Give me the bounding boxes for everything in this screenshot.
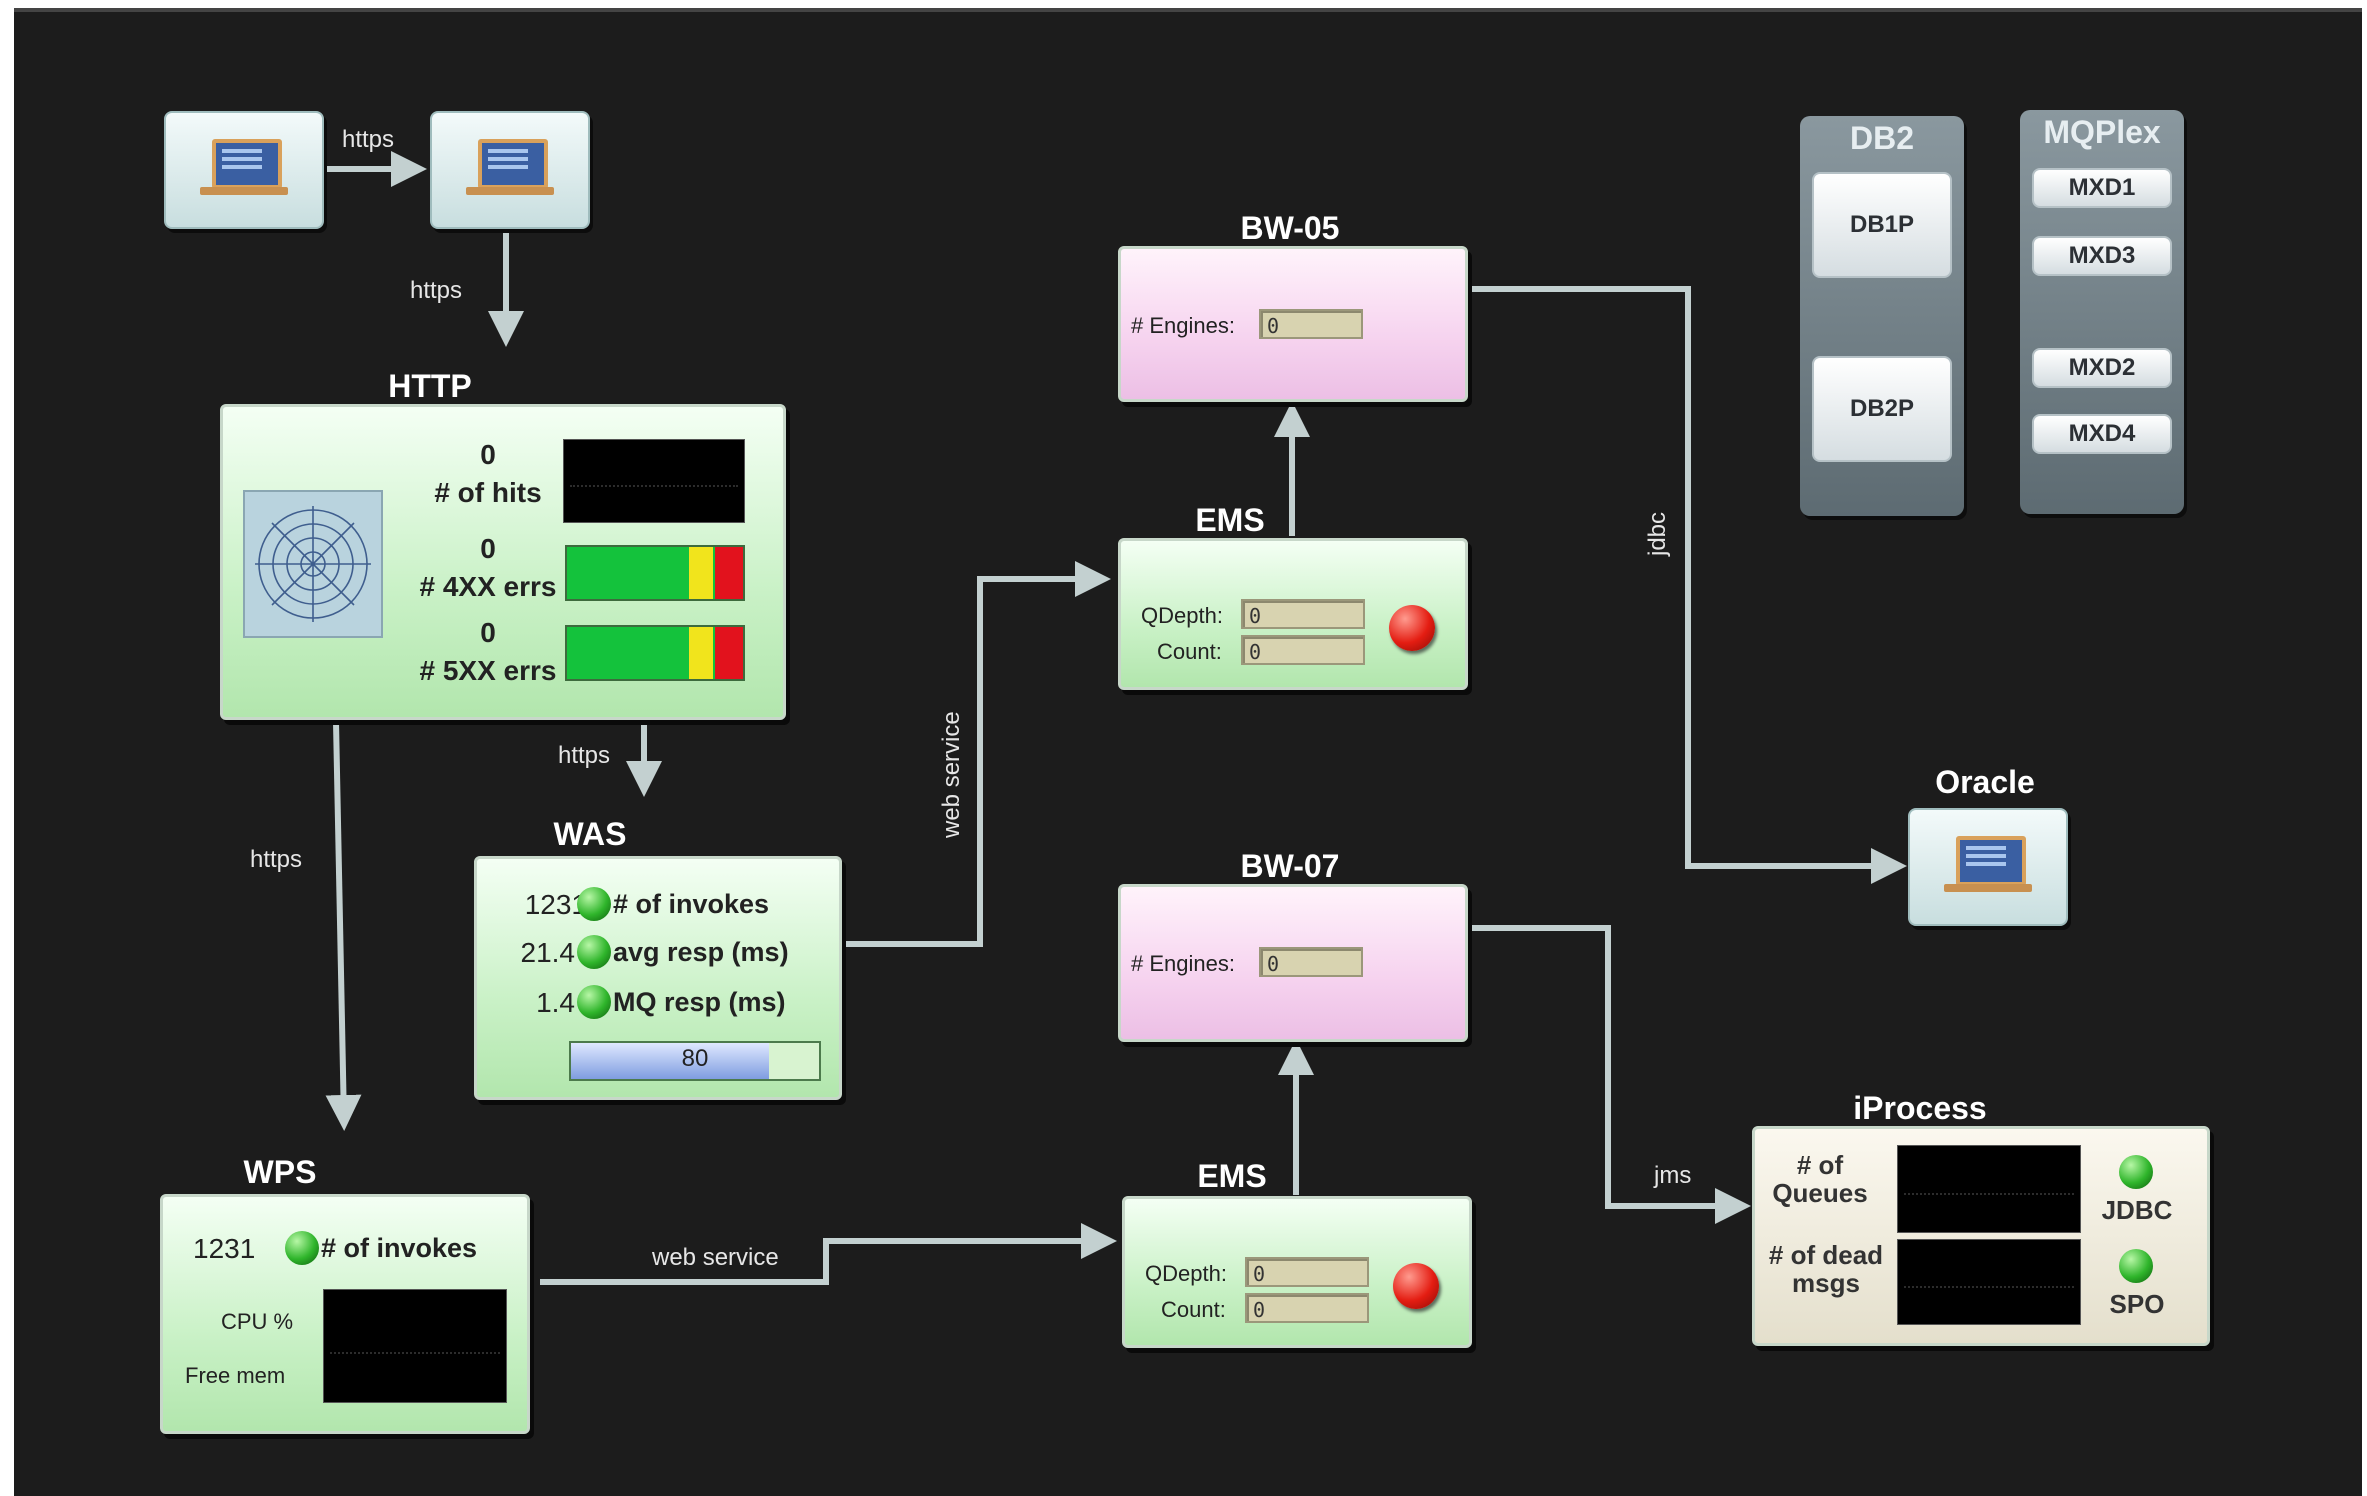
ems-bottom-count-label: Count: (1161, 1297, 1226, 1322)
mxd3-button[interactable]: MXD3 (2032, 236, 2172, 276)
bw05-node[interactable]: # Engines: 0 (1118, 246, 1468, 402)
iprocess-dead-label: # of dead msgs (1768, 1240, 1884, 1298)
ems-bottom-qdepth-label: QDepth: (1145, 1261, 1227, 1286)
ems-top-status-icon (1389, 605, 1435, 651)
wps-resource-chart (323, 1289, 507, 1403)
iprocess-jdbc-label: JDBC (2101, 1195, 2173, 1225)
was-title: WAS (553, 816, 627, 852)
wps-cpu-label: CPU % (221, 1309, 294, 1334)
mxd4-button[interactable]: MXD4 (2032, 414, 2172, 454)
bw07-node[interactable]: # Engines: 0 (1118, 884, 1468, 1042)
wire-was-to-ems (846, 561, 1111, 947)
iprocess-spo-label: SPO (2109, 1289, 2165, 1319)
edge-label-client: https (342, 126, 395, 153)
http-node[interactable]: 0 # of hits 0 # 4XX errs 0 # 5XX errs (220, 404, 786, 720)
db2-title: DB2 (1849, 120, 1914, 156)
was-mq-status-icon (577, 985, 611, 1019)
iprocess-title: iProcess (1853, 1090, 1987, 1126)
db2p-button[interactable]: DB2P (1812, 356, 1952, 462)
oracle-database-icon[interactable] (1908, 808, 2068, 926)
ems-top-count-field: 0 (1241, 635, 1365, 665)
wire-bw07-to-iprocess (1470, 925, 1751, 1224)
edge-label-wps-ems: web service (652, 1244, 779, 1271)
proxy-computer-icon[interactable] (430, 111, 590, 229)
http-hits-label: # of hits (434, 477, 542, 508)
ems-top-qdepth-label: QDepth: (1141, 603, 1223, 628)
iprocess-spo-status-icon (2119, 1249, 2153, 1283)
http-4xx-label: # 4XX errs (419, 571, 557, 602)
http-hits-value: 0 (480, 439, 496, 470)
bw05-title: BW-05 (1240, 210, 1340, 246)
ems-bottom-title: EMS (1197, 1158, 1267, 1194)
was-resp-label: avg resp (ms) (613, 937, 789, 967)
edge-label-http-wps: https (250, 846, 303, 873)
bw05-engines-label: # Engines: (1131, 313, 1235, 338)
mqplex-group: MQPlex MXD1 MXD3 MXD2 MXD4 (2020, 110, 2184, 514)
http-5xx-value: 0 (480, 617, 496, 648)
edge-label-jms: jms (1654, 1162, 1692, 1189)
edge-label-http-was: https (558, 742, 611, 769)
ems-bottom-count-field: 0 (1245, 1293, 1369, 1323)
wps-node[interactable]: 1231 # of invokes CPU % Free mem (160, 1194, 530, 1434)
was-progress-text: 80 (681, 1045, 709, 1072)
ems-top-node[interactable]: QDepth: 0 Count: 0 (1118, 538, 1468, 690)
was-invokes-label: # of invokes (613, 889, 770, 919)
wire-wps-to-ems (540, 1223, 1117, 1285)
iprocess-jdbc-status-icon (2119, 1155, 2153, 1189)
edge-label-jdbc: jdbc (1644, 511, 1671, 556)
ems-bottom-status-icon (1393, 1263, 1439, 1309)
ems-bottom-node[interactable]: QDepth: 0 Count: 0 (1122, 1196, 1472, 1348)
was-progress-fill (571, 1043, 770, 1079)
http-4xx-value: 0 (480, 533, 496, 564)
http-title: HTTP (388, 368, 472, 404)
bw07-engines-label: # Engines: (1131, 951, 1235, 976)
ems-top-count-label: Count: (1157, 639, 1222, 664)
edge-label-proxy-http: https (410, 277, 463, 304)
was-mq-value: 1.4 (536, 987, 575, 1018)
ems-bottom-qdepth-field: 0 (1245, 1257, 1369, 1287)
wire-bw05-to-oracle (1470, 286, 1907, 884)
bw07-title: BW-07 (1240, 848, 1340, 884)
was-invokes-value: 1231 (524, 889, 587, 920)
was-mq-label: MQ resp (ms) (613, 987, 786, 1017)
spider-web-icon (243, 490, 383, 638)
wps-invokes-label: # of invokes (321, 1233, 478, 1263)
was-progress-bar: 80 (569, 1041, 821, 1081)
http-4xx-meter (565, 545, 745, 601)
ems-top-title: EMS (1195, 502, 1265, 538)
bw07-engines-field: 0 (1259, 947, 1363, 977)
oracle-title: Oracle (1935, 764, 2035, 800)
wps-invokes-value: 1231 (193, 1233, 256, 1264)
was-resp-value: 21.4 (520, 937, 576, 968)
http-5xx-label: # 5XX errs (419, 655, 557, 686)
mqplex-title: MQPlex (2043, 114, 2161, 150)
http-hits-chart (563, 439, 745, 523)
iprocess-queues-label: # of Queues (1772, 1150, 1868, 1208)
iprocess-dead-chart (1897, 1239, 2081, 1325)
was-invokes-status-icon (577, 887, 611, 921)
bw05-engines-field: 0 (1259, 309, 1363, 339)
was-node[interactable]: 1231 # of invokes 21.4 avg resp (ms) 1.4… (474, 856, 842, 1100)
wps-mem-label: Free mem (185, 1363, 286, 1388)
wps-invokes-status-icon (285, 1231, 319, 1265)
edge-label-was-ems: web service (938, 711, 965, 838)
mxd1-button[interactable]: MXD1 (2032, 168, 2172, 208)
db2-group: DB2 DB1P DB2P (1800, 116, 1964, 516)
client-computer-icon[interactable] (164, 111, 324, 229)
was-resp-status-icon (577, 935, 611, 969)
iprocess-node[interactable]: # of Queues # of dead msgs JDBC SPO (1752, 1126, 2210, 1346)
wire-http-to-wps (325, 721, 362, 1131)
http-5xx-meter (565, 625, 745, 681)
db1p-button[interactable]: DB1P (1812, 172, 1952, 278)
iprocess-queues-chart (1897, 1145, 2081, 1233)
mxd2-button[interactable]: MXD2 (2032, 348, 2172, 388)
ems-top-qdepth-field: 0 (1241, 599, 1365, 629)
wps-title: WPS (243, 1154, 317, 1190)
